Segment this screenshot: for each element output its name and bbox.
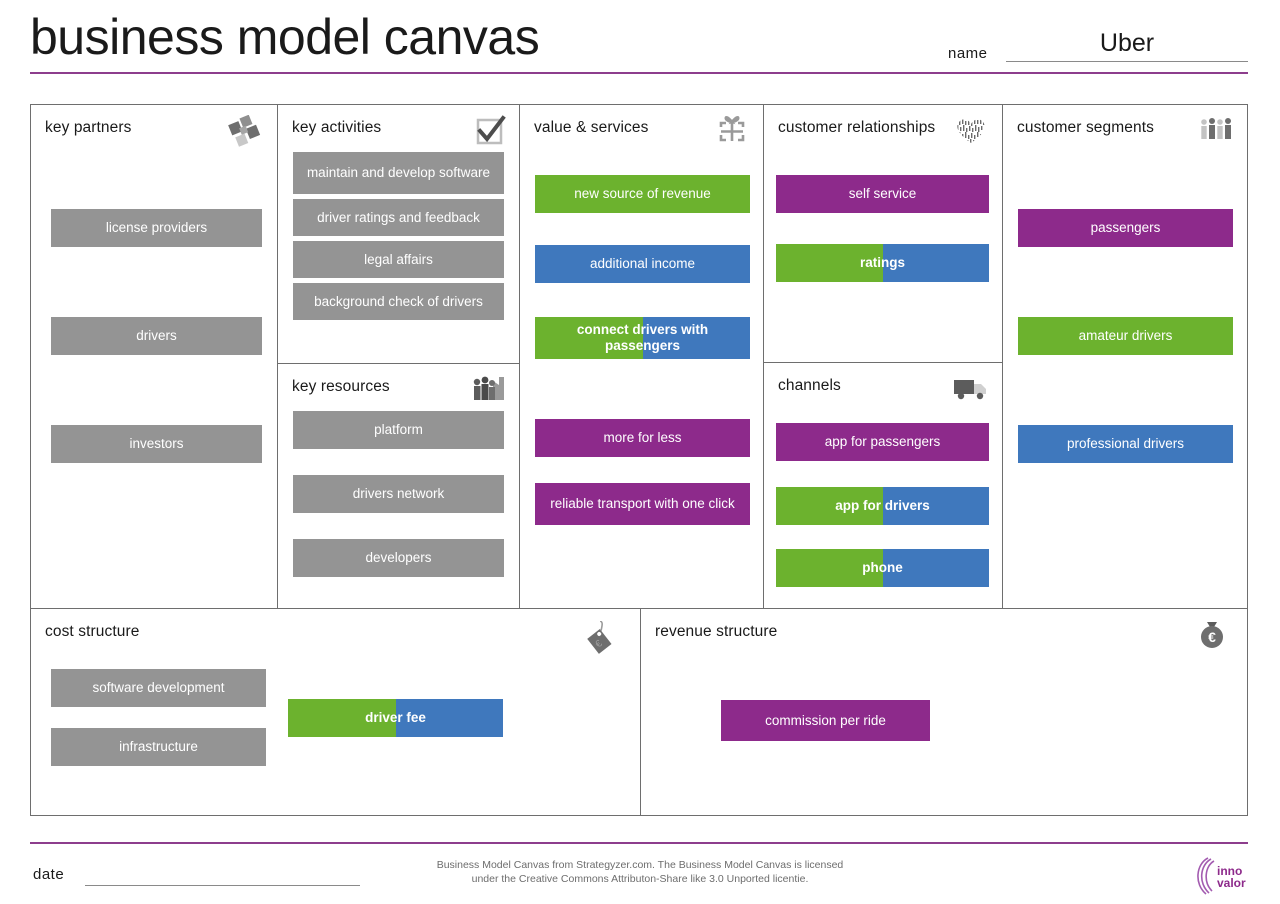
note-split-half <box>642 317 750 359</box>
note-professional-drivers[interactable]: professional drivers <box>1018 425 1233 463</box>
people-group-icon <box>1197 115 1235 149</box>
logo-line-2: valor <box>1217 876 1246 890</box>
note-legal-affairs[interactable]: legal affairs <box>293 241 504 278</box>
page-title: business model canvas <box>30 9 540 65</box>
name-underline <box>1006 61 1248 62</box>
block-title-line1: customer relationships <box>778 119 936 136</box>
note-license-providers[interactable]: license providers <box>51 209 262 247</box>
note-app-for-passengers[interactable]: app for passengers <box>776 423 989 461</box>
note-drivers[interactable]: drivers <box>51 317 262 355</box>
note-new-source-of-revenue[interactable]: new source of revenue <box>535 175 750 213</box>
block-channels: channels app for passengers app for driv… <box>763 362 1003 609</box>
block-revenue-structure: revenue structure € commission per ride <box>640 608 1248 816</box>
date-underline[interactable] <box>85 885 360 886</box>
header-divider <box>30 72 1248 74</box>
credits-text: Business Model Canvas from Strategyzer.c… <box>390 858 890 886</box>
block-title-customer-relationships: customer relationships <box>778 117 935 138</box>
note-reliable-transport-one-click[interactable]: reliable transport with one click <box>535 483 750 525</box>
block-customer-segments: customer segments <box>1002 104 1248 609</box>
gift-icon <box>713 115 751 149</box>
block-cost-structure: cost structure € software development in… <box>30 608 641 816</box>
note-ratings[interactable]: ratings <box>776 244 989 282</box>
note-app-for-drivers[interactable]: app for drivers <box>776 487 989 525</box>
footer-divider <box>30 842 1248 844</box>
logo-line-1: inno <box>1217 864 1242 878</box>
note-passengers[interactable]: passengers <box>1018 209 1233 247</box>
note-driver-ratings-feedback[interactable]: driver ratings and feedback <box>293 199 504 236</box>
note-split-half <box>882 487 989 525</box>
people-factory-icon <box>469 374 507 408</box>
note-drivers-network[interactable]: drivers network <box>293 475 504 513</box>
truck-icon <box>952 373 990 407</box>
price-tag-euro-icon: € <box>584 621 622 655</box>
block-customer-relationships: customer relationships <box>763 104 1003 363</box>
note-phone[interactable]: phone <box>776 549 989 587</box>
block-value-services: value & services new source <box>519 104 764 609</box>
svg-text:€: € <box>1208 629 1216 645</box>
note-software-development[interactable]: software development <box>51 669 266 707</box>
note-amateur-drivers[interactable]: amateur drivers <box>1018 317 1233 355</box>
note-split-half <box>882 549 989 587</box>
page-header: business model canvas name Uber <box>0 0 1280 84</box>
note-split-half <box>395 699 503 737</box>
page-footer: date Business Model Canvas from Strategy… <box>0 820 1280 904</box>
note-driver-fee[interactable]: driver fee <box>288 699 503 737</box>
note-connect-drivers-with-passengers[interactable]: connect drivers with passengers <box>535 317 750 359</box>
canvas-grid: key partners license providers drivers <box>30 104 1248 816</box>
note-split-half <box>882 244 989 282</box>
block-title-key-partners: key partners <box>45 119 132 136</box>
note-developers[interactable]: developers <box>293 539 504 577</box>
note-additional-income[interactable]: additional income <box>535 245 750 283</box>
credits-line-2: under the Creative Commons Attributon-Sh… <box>471 873 809 885</box>
block-title-key-resources: key resources <box>292 378 390 395</box>
note-more-for-less[interactable]: more for less <box>535 419 750 457</box>
note-investors[interactable]: investors <box>51 425 262 463</box>
name-label: name <box>948 45 988 62</box>
name-field-block: name Uber <box>948 18 1248 68</box>
innovalor-logo: inno valor <box>1192 854 1252 898</box>
note-maintain-develop-software[interactable]: maintain and develop software <box>293 152 504 194</box>
heart-icon <box>952 115 990 149</box>
name-value[interactable]: Uber <box>1099 29 1155 57</box>
credits-line-1: Business Model Canvas from Strategyzer.c… <box>436 859 844 871</box>
block-key-resources: key resources platform drivers network <box>277 363 520 609</box>
svg-text:€: € <box>593 638 605 650</box>
checkbox-icon <box>469 115 507 149</box>
money-bag-euro-icon: € <box>1193 617 1231 651</box>
block-title-channels: channels <box>778 377 841 394</box>
block-title-value-services: value & services <box>534 119 649 136</box>
puzzle-pieces-icon <box>227 115 265 149</box>
note-self-service[interactable]: self service <box>776 175 989 213</box>
note-commission-per-ride[interactable]: commission per ride <box>721 700 930 741</box>
date-label: date <box>33 866 65 883</box>
block-title-customer-segments: customer segments <box>1017 119 1154 136</box>
block-key-partners: key partners license providers drivers <box>30 104 278 609</box>
note-platform[interactable]: platform <box>293 411 504 449</box>
note-background-check-drivers[interactable]: background check of drivers <box>293 283 504 320</box>
block-title-revenue-structure: revenue structure <box>655 623 778 640</box>
note-infrastructure[interactable]: infrastructure <box>51 728 266 766</box>
block-title-key-activities: key activities <box>292 119 382 136</box>
block-key-activities: key activities maintain and develop soft… <box>277 104 520 364</box>
block-title-cost-structure: cost structure <box>45 623 140 640</box>
